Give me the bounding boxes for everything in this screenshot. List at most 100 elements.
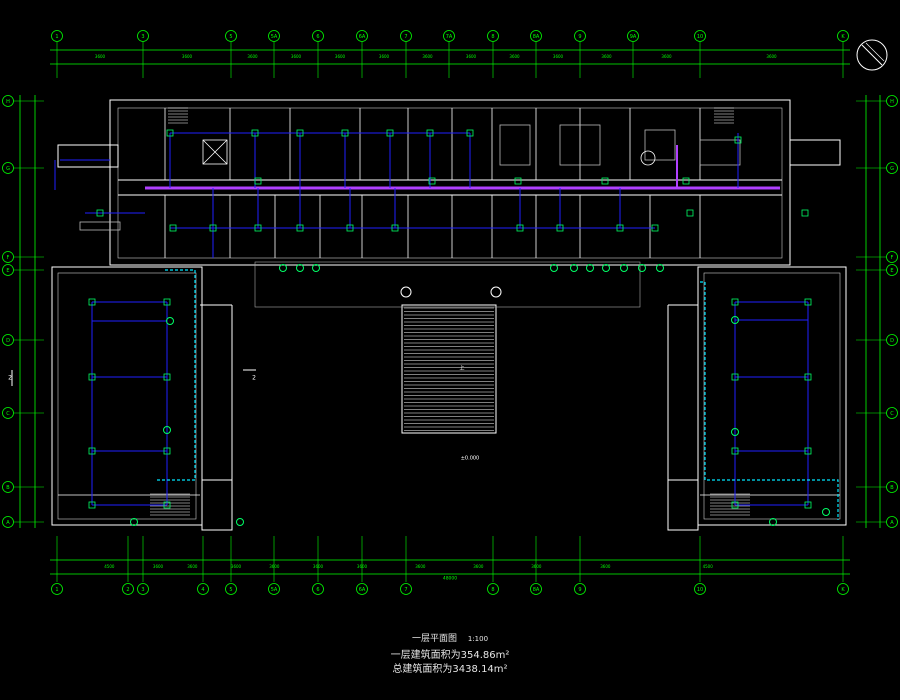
section-mark-left: 2 bbox=[8, 375, 12, 382]
pump-icon bbox=[640, 150, 656, 166]
axis-label-top: 5A bbox=[271, 34, 278, 40]
axis-bubble-left bbox=[2, 251, 14, 263]
axis-label-bottom: 5 bbox=[229, 587, 232, 593]
dimension-text-top: 3600 bbox=[553, 54, 564, 59]
sprinkler-head-icon bbox=[88, 447, 96, 455]
north-arrow-needle bbox=[861, 44, 883, 66]
axis-bubble-top bbox=[443, 30, 455, 42]
plan-scale: 1:100 bbox=[467, 635, 489, 643]
axis-label-right: D bbox=[890, 338, 894, 344]
dimension-text-top: 3600 bbox=[291, 54, 302, 59]
axis-label-left: F bbox=[7, 255, 10, 261]
sprinkler-head-icon bbox=[166, 129, 174, 137]
axis-label-top: 10 bbox=[697, 34, 703, 40]
toilet-fixtures bbox=[644, 129, 676, 161]
section-mark-right: 2 bbox=[252, 375, 256, 382]
stairs bbox=[150, 107, 750, 516]
axis-label-top: 8 bbox=[491, 34, 494, 40]
sprinkler-head-icon bbox=[516, 224, 524, 232]
alarm-zone-east bbox=[700, 281, 839, 520]
axis-label-bottom: 3 bbox=[141, 587, 144, 593]
axis-label-top: 6 bbox=[316, 34, 319, 40]
sprinkler-head-icon bbox=[514, 177, 522, 185]
sprinkler-head-icon bbox=[88, 298, 96, 306]
sprinkler-head-icon bbox=[731, 298, 739, 306]
stair-up-label: 上 bbox=[459, 365, 464, 372]
axis-bubble-bottom bbox=[268, 583, 280, 595]
axis-label-bottom: 4 bbox=[201, 587, 204, 593]
elevation-label: ±0.000 bbox=[461, 456, 480, 462]
dimension-text-bottom: 3600 bbox=[531, 564, 542, 569]
axis-bubble-right bbox=[886, 481, 898, 493]
axis-bubble-bottom bbox=[122, 583, 134, 595]
axis-label-top: 7 bbox=[404, 34, 407, 40]
axis-label-left: B bbox=[6, 485, 10, 491]
axis-label-left: H bbox=[6, 99, 10, 105]
axis-bubble-right bbox=[886, 264, 898, 276]
dimension-text-bottom: 3600 bbox=[357, 564, 368, 569]
axis-label-bottom: 8A bbox=[533, 587, 540, 593]
axis-bubble-top bbox=[225, 30, 237, 42]
axis-bubble-top bbox=[694, 30, 706, 42]
axis-bubble-bottom bbox=[574, 583, 586, 595]
detector-icon bbox=[279, 264, 287, 272]
sprinkler-head-icon bbox=[804, 447, 812, 455]
dimension-text-top: 3600 bbox=[182, 54, 193, 59]
sprinkler-head-icon bbox=[209, 224, 217, 232]
sprinkler-head-icon bbox=[804, 501, 812, 509]
dimension-text-top: 3600 bbox=[247, 54, 258, 59]
detector-icon bbox=[312, 264, 320, 272]
axis-bubble-left bbox=[2, 162, 14, 174]
sprinkler-head-icon bbox=[88, 501, 96, 509]
dimension-text-bottom: 4500 bbox=[104, 564, 115, 569]
axis-bubble-bottom bbox=[356, 583, 368, 595]
detector-icon bbox=[236, 518, 244, 526]
alarm-zone-west bbox=[155, 269, 196, 481]
dimension-text-bottom: 3600 bbox=[415, 564, 426, 569]
dimension-text-top: 3600 bbox=[601, 54, 612, 59]
axis-label-left: C bbox=[6, 411, 10, 417]
axis-bubble-bottom bbox=[837, 583, 849, 595]
detector-icon bbox=[296, 264, 304, 272]
sprinkler-head-icon bbox=[428, 177, 436, 185]
axis-label-top: 9A bbox=[630, 34, 637, 40]
dimension-text-top: 3600 bbox=[379, 54, 390, 59]
sprinkler-head-icon bbox=[686, 209, 694, 217]
axis-bubble-left bbox=[2, 334, 14, 346]
axis-bubble-top bbox=[51, 30, 63, 42]
axis-label-top: 6A bbox=[359, 34, 366, 40]
axis-bubble-top bbox=[312, 30, 324, 42]
detector-icon bbox=[586, 264, 594, 272]
axis-label-left: A bbox=[6, 520, 10, 526]
dimension-text-total: 48000 bbox=[443, 576, 457, 582]
detector-icon bbox=[602, 264, 610, 272]
sprinkler-head-icon bbox=[254, 224, 262, 232]
dimension-text-bottom: 3600 bbox=[153, 564, 164, 569]
axis-bubble-bottom bbox=[694, 583, 706, 595]
sprinkler-head-icon bbox=[731, 373, 739, 381]
sprinkler-head-icon bbox=[254, 177, 262, 185]
dimension-text-bottom: 3600 bbox=[231, 564, 242, 569]
toilet-fixtures bbox=[559, 124, 601, 166]
axis-label-top: K bbox=[841, 34, 845, 40]
axis-bubble-right bbox=[886, 162, 898, 174]
axis-label-bottom: 1 bbox=[55, 587, 58, 593]
axis-label-top: 3 bbox=[141, 34, 144, 40]
axis-bubble-left bbox=[2, 481, 14, 493]
north-arrow-icon bbox=[856, 39, 888, 71]
dimension-text-bottom: 3600 bbox=[600, 564, 611, 569]
sprinkler-head-icon bbox=[682, 177, 690, 185]
axis-bubble-top bbox=[400, 30, 412, 42]
axis-bubble-top bbox=[137, 30, 149, 42]
detector-icon bbox=[570, 264, 578, 272]
equipment-symbols bbox=[88, 129, 830, 526]
sprinkler-head-icon bbox=[296, 224, 304, 232]
sprinkler-head-icon bbox=[386, 129, 394, 137]
sprinkler-head-icon bbox=[88, 373, 96, 381]
sprinkler-head-icon bbox=[163, 373, 171, 381]
dimension-text-top: 3600 bbox=[661, 54, 672, 59]
axis-bubble-bottom bbox=[312, 583, 324, 595]
detector-icon bbox=[731, 428, 739, 436]
axis-bubble-right bbox=[886, 95, 898, 107]
